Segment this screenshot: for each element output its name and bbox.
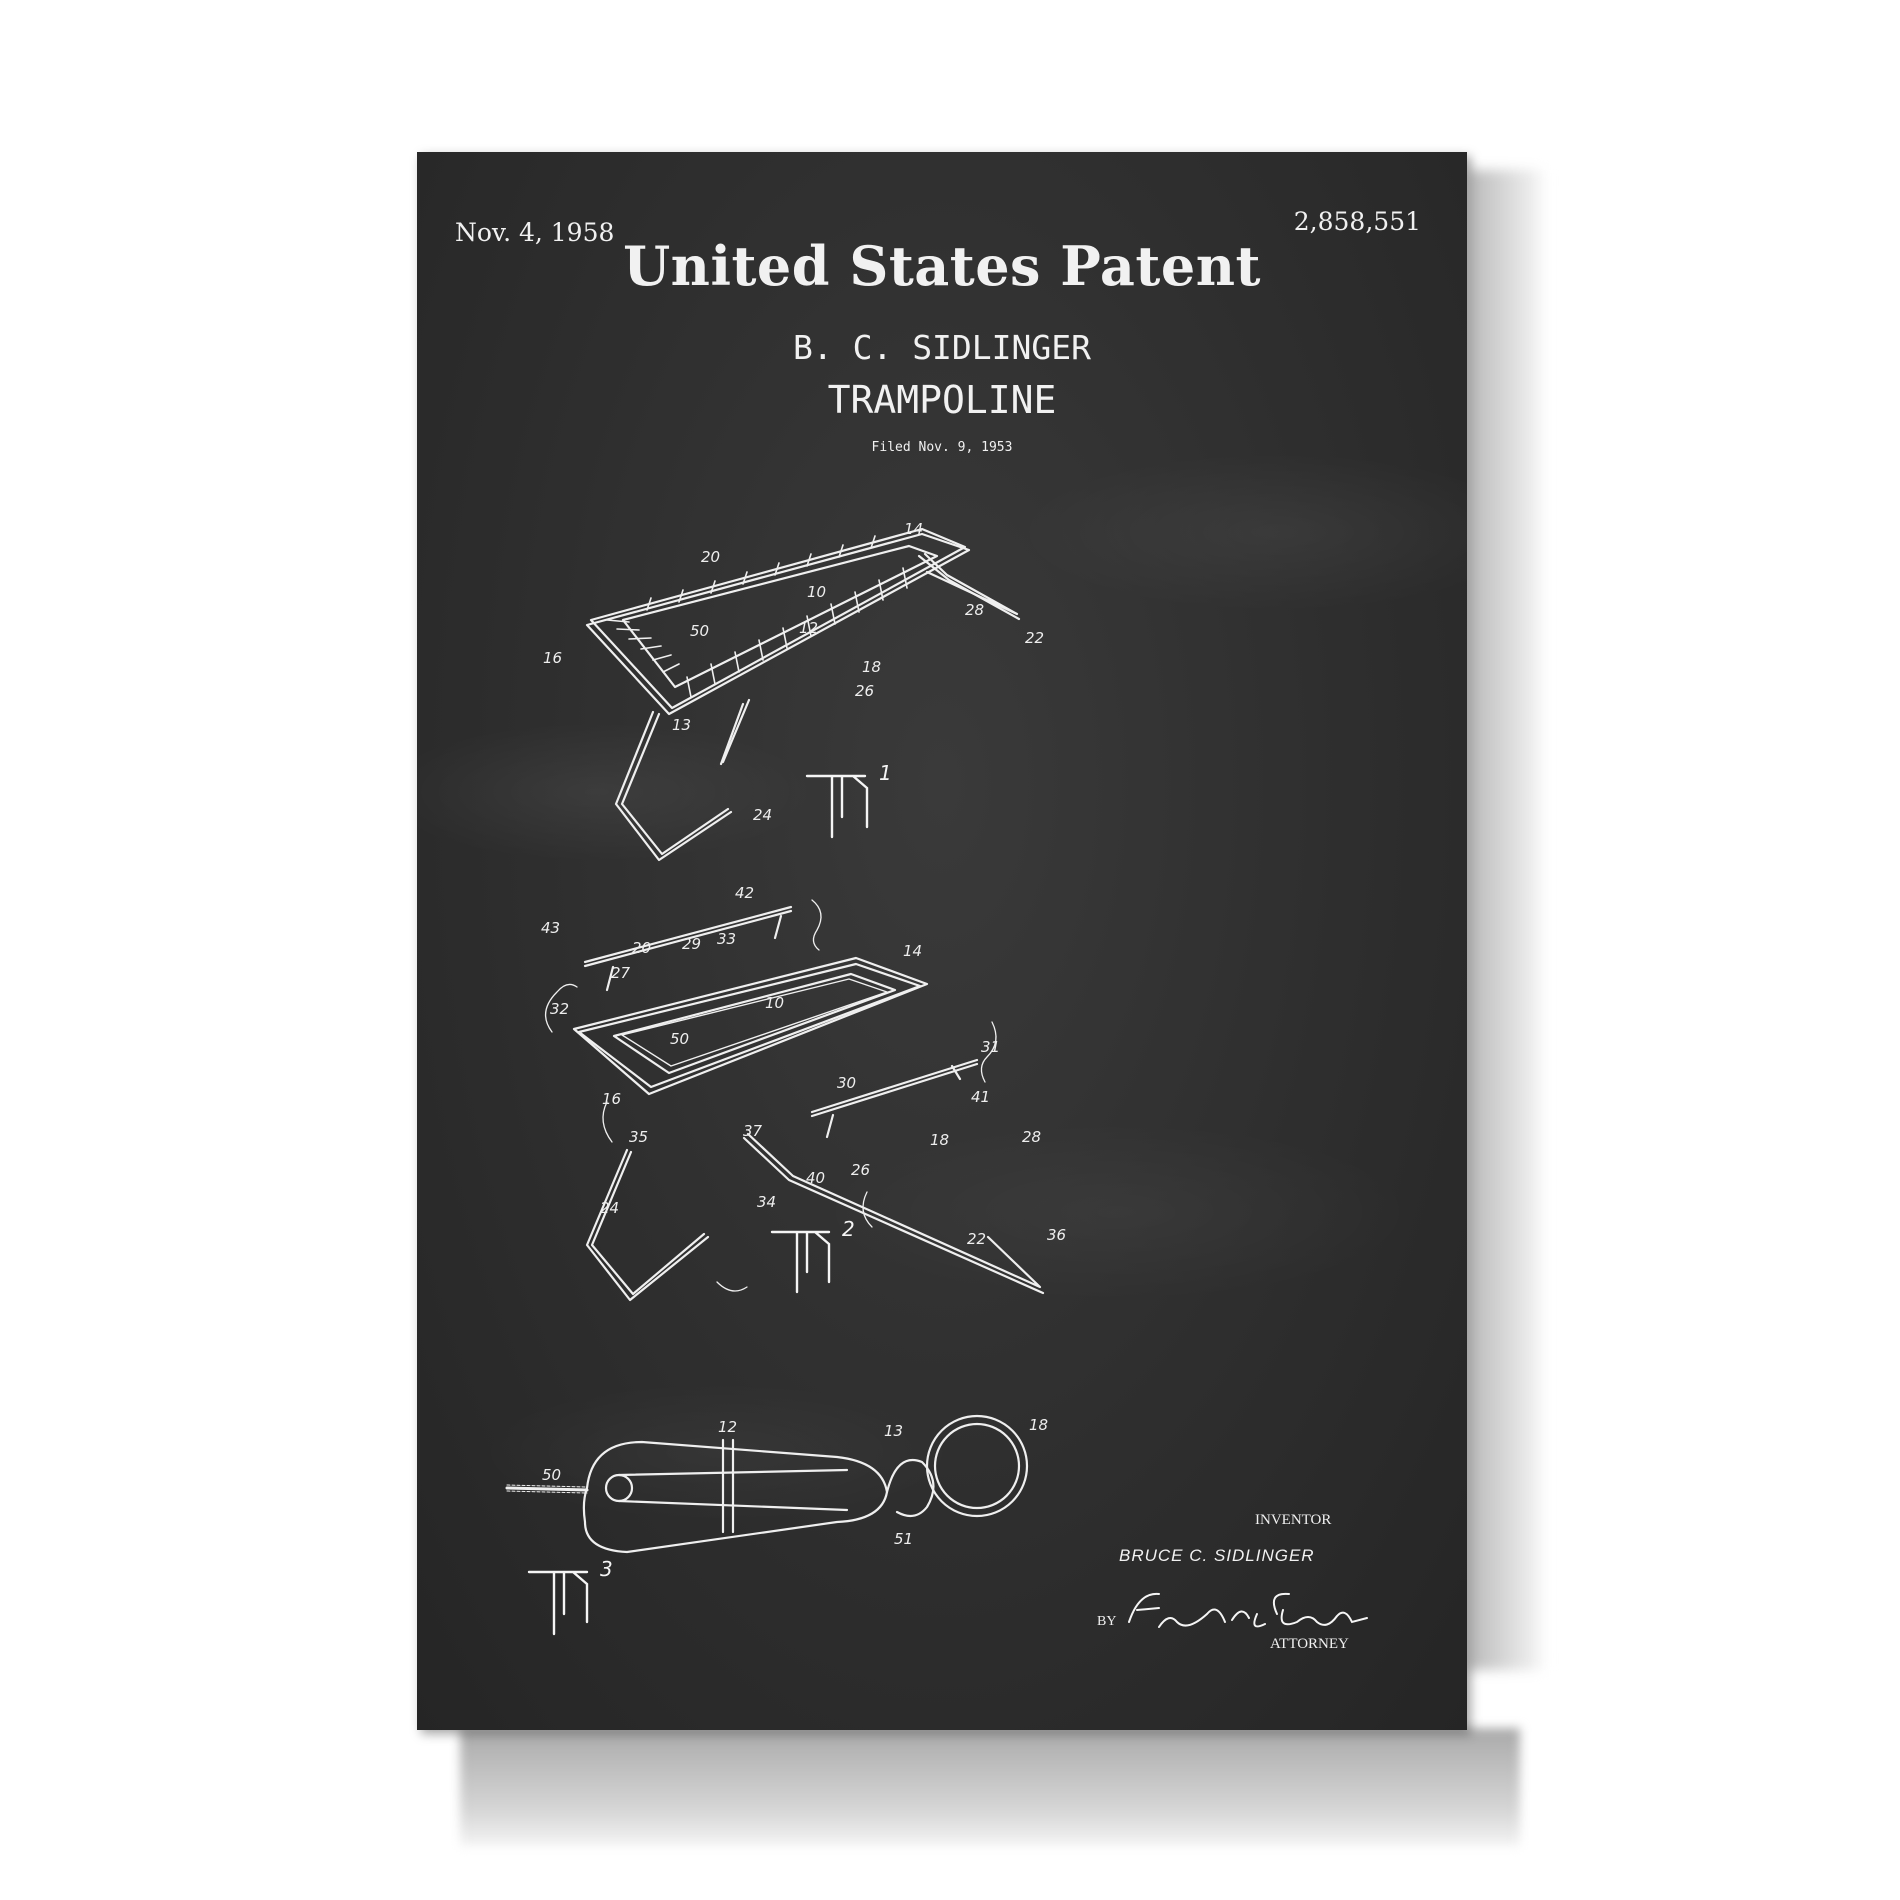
fig2-reference-numeral: 29 <box>682 935 701 953</box>
fig1-reference-numeral: 10 <box>807 583 826 601</box>
fig1-reference-numeral: 14 <box>904 520 923 538</box>
fig3-marker-number: 3 <box>600 1557 613 1581</box>
fig2-reference-numeral: 10 <box>765 994 784 1012</box>
fig2-trampoline-exploded <box>545 899 1045 1302</box>
fig2-reference-numeral: 24 <box>600 1199 619 1217</box>
fig2-reference-numeral: 27 <box>611 964 631 982</box>
fig3-reference-numeral: 50 <box>542 1466 561 1484</box>
fig1-reference-numeral: 50 <box>690 622 709 640</box>
fig3-reference-numeral: 13 <box>884 1422 903 1440</box>
fig1-marker-number: 1 <box>879 761 892 785</box>
fig2-reference-numeral: 40 <box>806 1169 825 1187</box>
patent-chalkboard-canvas: Nov. 4, 1958 2,858,551 United States Pat… <box>417 152 1467 1730</box>
fig3-spring-detail <box>505 1414 1029 1554</box>
fig1-reference-numeral: 16 <box>543 649 562 667</box>
fig1-reference-numeral: 13 <box>672 716 691 734</box>
fig2-reference-numeral: 42 <box>735 884 754 902</box>
fig2-reference-numeral: 41 <box>971 1088 990 1106</box>
fig2-reference-numeral: 30 <box>837 1074 856 1092</box>
attorney-label: ATTORNEY <box>1270 1636 1349 1652</box>
fig2-reference-numeral: 20 <box>632 939 651 957</box>
fig2-reference-numeral: 37 <box>743 1122 763 1140</box>
fig2-reference-numeral: 35 <box>629 1128 648 1146</box>
inventor-label: INVENTOR <box>1255 1512 1332 1528</box>
fig2-reference-numeral: 36 <box>1047 1226 1066 1244</box>
fig3-reference-numeral: 51 <box>894 1530 913 1548</box>
patent-number: 2,858,551 <box>1293 207 1421 236</box>
fig2-reference-numeral: 32 <box>550 1000 569 1018</box>
fig2-reference-numeral: 16 <box>602 1090 621 1108</box>
attorney-signature <box>1128 1592 1368 1628</box>
fig2-reference-numeral: 33 <box>717 930 736 948</box>
fig2-reference-numeral: 14 <box>903 942 922 960</box>
fig2-reference-numeral: 34 <box>757 1193 776 1211</box>
fig1-reference-numeral: 26 <box>855 682 874 700</box>
fig1-reference-numeral: 22 <box>1025 629 1044 647</box>
fig2-reference-numeral: 22 <box>967 1230 986 1248</box>
by-label: BY <box>1097 1614 1117 1629</box>
fig1-trampoline-assembled <box>585 527 1021 862</box>
fig3-reference-numeral: 12 <box>718 1418 737 1436</box>
patent-drawings: 1 2 3 14 20 10 28 22 50 12 18 16 26 13 24 42 43 20 29 27… <box>505 520 1368 1636</box>
fig2-reference-numeral: 50 <box>670 1030 689 1048</box>
fig1-reference-numeral: 20 <box>701 548 720 566</box>
fig1-reference-numeral: 24 <box>753 806 772 824</box>
fig1-reference-numeral: 28 <box>965 601 984 619</box>
canvas-side-shadow <box>1468 170 1546 1670</box>
fig2-marker-number: 2 <box>842 1217 855 1241</box>
fig2-reference-numeral: 31 <box>981 1038 1000 1056</box>
fig1-reference-numeral: 18 <box>862 658 881 676</box>
filed-date: Filed Nov. 9, 1953 <box>871 440 1013 455</box>
fig2-reference-numeral: 18 <box>930 1131 949 1149</box>
inventor-name: BRUCE C. SIDLINGER <box>1119 1546 1315 1565</box>
patent-date: Nov. 4, 1958 <box>455 218 615 247</box>
fig1-reference-numeral: 12 <box>799 619 818 637</box>
fig3-reference-numeral: 18 <box>1029 1416 1048 1434</box>
canvas-bottom-shadow <box>460 1728 1520 1846</box>
fig2-reference-numeral: 43 <box>541 919 560 937</box>
fig2-reference-numeral: 26 <box>851 1161 870 1179</box>
invention-title: TRAMPOLINE <box>827 378 1057 422</box>
patent-title: United States Patent <box>623 234 1261 298</box>
patent-inventor-short: B. C. SIDLINGER <box>792 328 1091 367</box>
fig2-reference-numeral: 28 <box>1022 1128 1041 1146</box>
